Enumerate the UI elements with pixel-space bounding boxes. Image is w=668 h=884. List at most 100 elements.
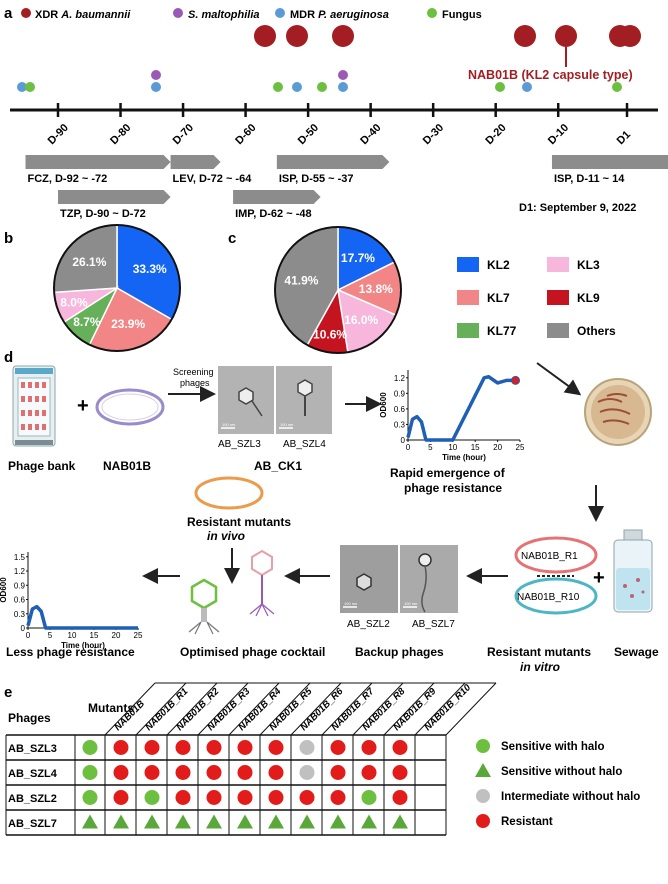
header-divider	[104, 682, 156, 736]
y-axis-label: OD600	[379, 392, 388, 418]
date-note: D1: September 9, 2022	[519, 202, 636, 214]
pie-legend-swatch	[547, 257, 569, 272]
scalebar-label: 100 nm	[404, 601, 418, 606]
cell-resistant	[144, 765, 160, 780]
cell-resistant	[268, 790, 284, 805]
x-tick-label: 10	[68, 631, 77, 640]
cell-resistant	[206, 790, 222, 805]
cell-resistant	[175, 765, 191, 780]
y-tick-label: 0.6	[14, 596, 26, 605]
cell-sensitive-without-halo	[206, 814, 222, 829]
pie-slice-label: 13.8%	[359, 282, 393, 296]
x-tick-label: 0	[26, 631, 31, 640]
panel-label-c: c	[228, 230, 236, 247]
growth-series-line	[406, 374, 516, 442]
em-label-szl4: AB_SZL4	[283, 439, 326, 450]
cell-sensitive-without-halo	[144, 814, 160, 829]
header-divider	[352, 682, 404, 736]
drug-bar-label: IMP, D-62 ~ -48	[235, 208, 312, 220]
arrow-to-plate	[536, 362, 582, 396]
x-tick-label: 0	[406, 443, 411, 452]
nab01b-highlight-label: NAB01B (KL2 capsule type)	[468, 68, 633, 82]
nab01b-label: NAB01B	[103, 459, 151, 473]
row-header: AB_SZL7	[8, 818, 57, 830]
cell-resistant	[268, 740, 284, 755]
pie-legend-swatch	[547, 323, 569, 338]
x-tick-label: 5	[428, 443, 433, 452]
header-divider	[259, 682, 311, 736]
row-header: AB_SZL2	[8, 793, 57, 805]
maltophilia-dot	[151, 70, 161, 80]
fungus-dot	[317, 82, 327, 92]
pie-legend-swatch	[457, 323, 479, 338]
cell-sensitive-without-halo	[113, 814, 129, 829]
drug-bar	[58, 190, 171, 204]
y-tick-label: 0	[401, 436, 406, 445]
plus-sign-2: +	[593, 567, 605, 589]
mdr-dot	[522, 82, 532, 92]
panel-label-b: b	[4, 230, 13, 247]
phage-bank-icon	[12, 365, 56, 447]
pie-outline	[274, 226, 402, 354]
mutant-r10-cell	[514, 577, 598, 615]
pie-legend-label: KL3	[577, 258, 600, 272]
mdr-dot	[338, 82, 348, 92]
panel-label-e: e	[4, 684, 12, 701]
resistant-vivo-label-2: in vivo	[207, 529, 245, 543]
pie-legend-label: KL7	[487, 291, 510, 305]
timeline-tick-label: D-90	[46, 122, 71, 147]
em-image-szl2: 100 nm	[340, 545, 398, 613]
matrix-legend-label: Intermediate without halo	[501, 791, 640, 803]
legend-circle-icon	[476, 814, 490, 828]
x-tick-label: 5	[48, 631, 53, 640]
pie-legend-swatch	[457, 290, 479, 305]
em-label-szl2: AB_SZL2	[347, 619, 390, 630]
legend-marker-fungus	[427, 8, 437, 18]
pie-slice-label: 8.0%	[60, 295, 88, 309]
resistant-vivo-label-1: Resistant mutants	[187, 515, 291, 529]
timeline-tick-label: D-50	[296, 122, 321, 147]
cell-sensitive-without-halo	[299, 814, 315, 829]
drug-bar	[551, 155, 668, 169]
cell-sensitive-without-halo	[237, 814, 253, 829]
row-header: AB_SZL3	[8, 743, 57, 755]
x-axis-label: Time (hour)	[61, 641, 105, 650]
cell-resistant	[206, 740, 222, 755]
x-tick-label: 20	[112, 631, 121, 640]
cell-resistant	[392, 790, 408, 805]
phage-bank-label: Phage bank	[8, 459, 76, 473]
timeline-tick-label: D-60	[233, 122, 258, 147]
mutant-r1-cell	[514, 536, 598, 574]
label-sewage: Sewage	[614, 645, 659, 659]
other-isolates	[17, 70, 622, 92]
cell-resistant	[330, 765, 346, 780]
y-tick-label: 0.9	[14, 581, 26, 590]
legend-marker-mdr	[275, 8, 285, 18]
pie-legend-label: Others	[577, 324, 616, 338]
timeline-tick-label: D-40	[358, 122, 383, 147]
header-divider	[228, 682, 280, 736]
cell-sensitive-without-halo	[392, 814, 408, 829]
maltophilia-dot	[338, 70, 348, 80]
fungus-dot	[273, 82, 283, 92]
x-tick-label: 20	[493, 443, 502, 452]
growth-series-line	[26, 604, 138, 630]
cell-resistant	[237, 790, 253, 805]
matrix-legend-label: Sensitive without halo	[501, 766, 622, 778]
mutant-r10-label: NAB01B_R10	[517, 592, 580, 603]
cell-sensitive-with-halo	[361, 790, 377, 805]
pie-slice-label: 26.1%	[72, 255, 106, 269]
sewage-bottle-icon	[613, 529, 653, 613]
timeline-tick-label: D-20	[483, 122, 508, 147]
x-tick-label: 25	[516, 443, 525, 452]
xdr-isolates	[254, 25, 641, 67]
xdr-dot	[619, 25, 641, 47]
y-tick-label: 1.5	[14, 553, 26, 562]
label-cocktail: Optimised phage cocktail	[180, 645, 325, 659]
pie-legend-label: KL77	[487, 324, 517, 338]
cell-resistant	[175, 790, 191, 805]
